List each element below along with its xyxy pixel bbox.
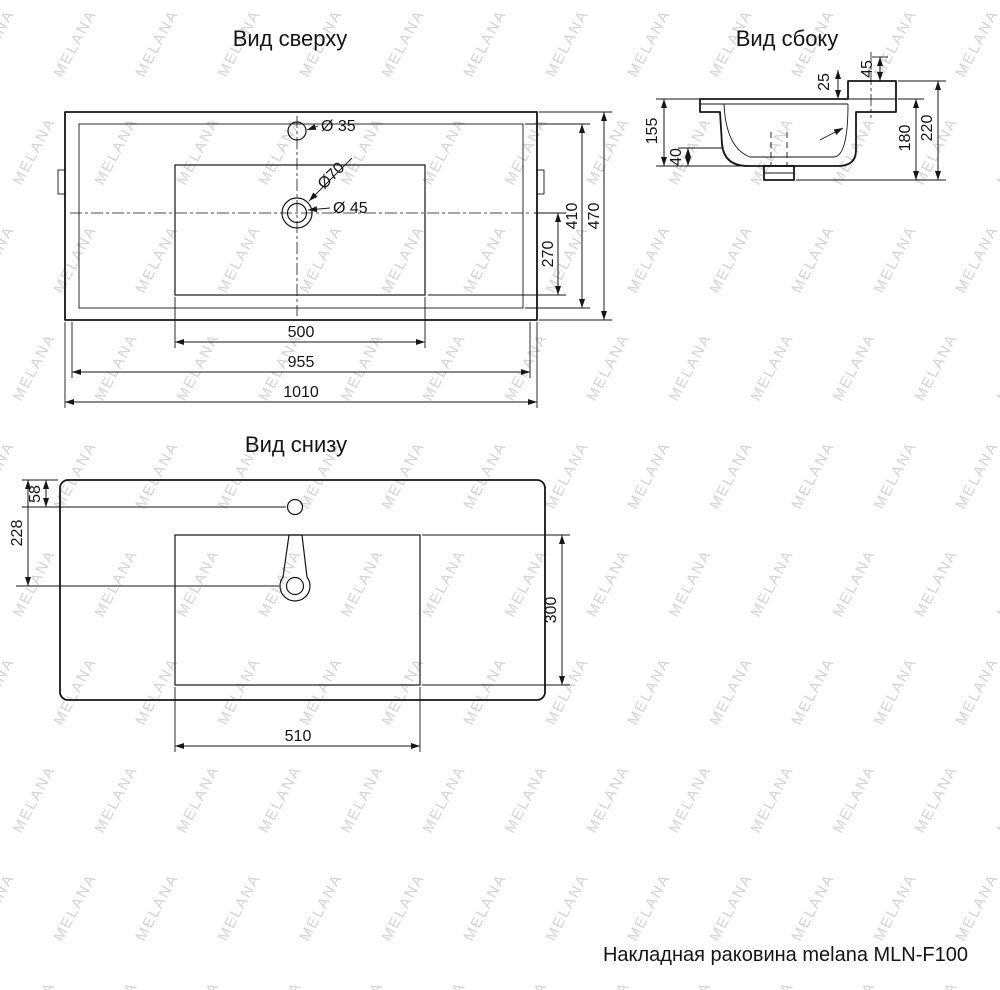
- dim-total-width: 1010: [64, 322, 538, 408]
- dim-label-inner-depth: 410: [564, 203, 581, 230]
- side-view: Вид сбоку 45 25 155: [644, 26, 946, 181]
- dim-front-to-drain: 270: [428, 212, 566, 296]
- side-view-outline: [699, 52, 897, 181]
- dim-label-hole-offset: 58: [27, 485, 44, 503]
- dim-total-height: 220: [898, 80, 946, 180]
- bottom-view: Вид снизу 58 228 300: [9, 432, 570, 752]
- dim-label-total-width: 1010: [283, 384, 319, 401]
- caption: Накладная раковина melana MLN-F100: [603, 944, 968, 966]
- dim-total-depth: 470: [539, 111, 612, 321]
- dim-pad-depth: 300: [422, 534, 570, 686]
- top-view: Вид сверху Ø 35 Ø70 Ø 45: [57, 26, 612, 408]
- dim-foot: 40: [668, 147, 722, 166]
- dim-label-front-to-drain: 270: [540, 241, 557, 268]
- dim-label-drain-inner: Ø 45: [333, 200, 368, 217]
- dim-label-bowl-depth: 155: [644, 118, 661, 145]
- dim-bowl-depth: 155: [644, 98, 746, 167]
- dim-body-height: 180: [796, 98, 946, 181]
- top-view-title: Вид сверху: [233, 26, 348, 51]
- top-view-centerlines: [70, 116, 532, 316]
- dim-hole-offset: 58: [22, 479, 286, 508]
- dim-label-pad-depth: 300: [543, 597, 560, 624]
- dim-label-foot: 40: [668, 148, 685, 166]
- dim-basin-width: 500: [174, 297, 426, 348]
- dim-label-faucet-hole: Ø 35: [321, 118, 356, 135]
- dim-inner-depth: 410: [525, 123, 590, 309]
- dim-label-inner-width: 955: [288, 354, 315, 371]
- dim-drain-offset: 228: [9, 480, 279, 587]
- dim-label-drain-offset: 228: [9, 520, 26, 547]
- dim-label-total-height: 220: [919, 115, 936, 142]
- dim-label-basin-width: 500: [288, 324, 315, 341]
- dim-label-deck: 45: [859, 60, 876, 78]
- dim-deck: 45: [859, 56, 888, 81]
- bottom-view-title: Вид снизу: [245, 432, 347, 457]
- faucet-hole: Ø 35: [287, 118, 356, 141]
- bottom-view-outline: [59, 479, 546, 701]
- dim-label-body-height: 180: [897, 125, 914, 152]
- dim-pad-width: 510: [174, 687, 421, 752]
- side-view-title: Вид сбоку: [736, 26, 839, 51]
- dim-label-total-depth: 470: [586, 203, 603, 230]
- dim-ledge: 25: [816, 70, 841, 99]
- top-view-outline: [57, 111, 545, 321]
- dim-inner-width: 955: [71, 322, 531, 378]
- dim-label-pad-width: 510: [285, 728, 312, 745]
- dim-label-ledge: 25: [816, 73, 833, 91]
